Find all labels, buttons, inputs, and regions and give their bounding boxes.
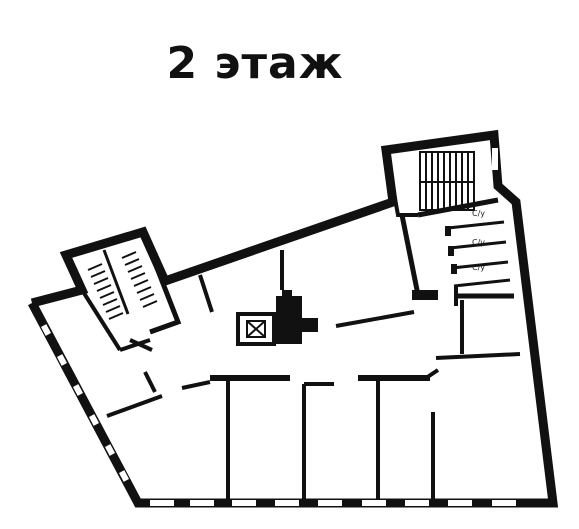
window [405, 500, 429, 506]
interior-walls [106, 250, 521, 500]
window [318, 500, 342, 506]
window [492, 500, 516, 506]
stair-steps [87, 249, 158, 320]
left-stair-core [65, 228, 182, 352]
window [190, 500, 214, 506]
window [150, 500, 174, 506]
stair-steps [419, 151, 475, 211]
floor-title: 2 этаж [166, 38, 344, 89]
window [448, 500, 472, 506]
window [362, 500, 386, 506]
left-windows [41, 324, 129, 482]
wall-block [412, 290, 438, 300]
wc-label: С/у [472, 209, 485, 218]
right-stair-core: С/у С/у С/у [384, 149, 511, 300]
window [492, 148, 498, 170]
wc-label: С/у [472, 238, 485, 247]
wc-label: С/у [472, 263, 485, 272]
elevator-shaft [236, 290, 318, 346]
window [275, 500, 299, 506]
window [232, 500, 256, 506]
